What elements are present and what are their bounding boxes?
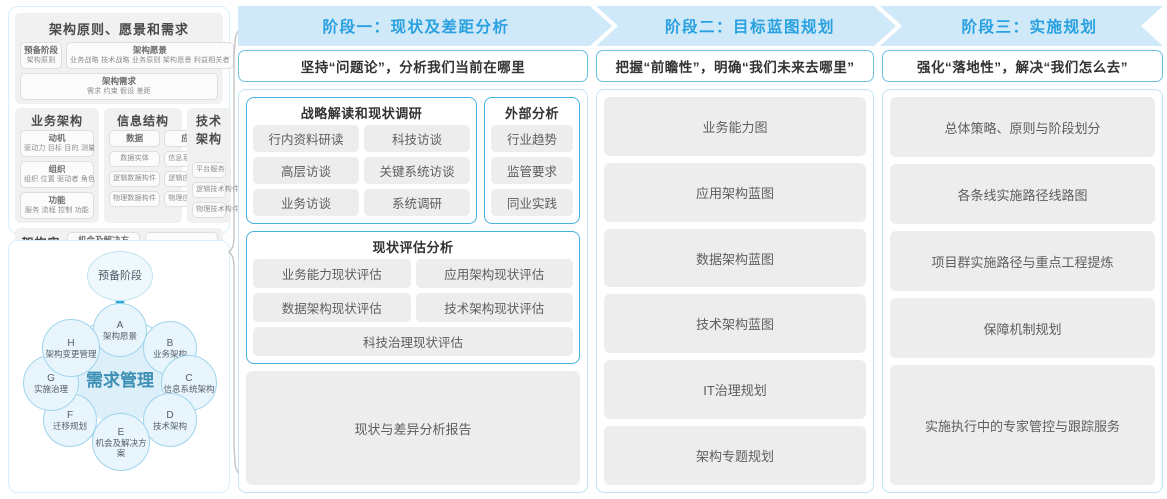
framework-domain-columns: 业务架构 动机 驱动力 目标 目的 测量 组织 组织 位置 驱动者 角色 功能 [15,108,239,223]
data-item: 逻辑数据构件 [109,171,161,187]
chip-item[interactable]: IT治理规划 [604,360,866,420]
chip-item[interactable]: 实施执行中的专家管控与跟踪服务 [890,365,1155,485]
chip-item[interactable]: 关键系统访谈 [364,157,470,184]
chip-item[interactable]: 业务能力图 [604,97,866,156]
phase-3-subtitle: 强化“落地性”，解决“我们怎么去” [882,50,1163,82]
chip-item[interactable]: 保障机制规划 [890,298,1155,358]
chevron-phase-3 [880,6,1163,46]
chip-item[interactable]: 科技访谈 [364,125,470,152]
information-structure-column: 信息结构 数据 数据实体 逻辑数据构件 物理数据构件 应用 [104,108,216,223]
chip-item[interactable]: 系统调研 [364,189,470,216]
togaf-framework-card: 架构原则、愿景和需求 预备阶段 架构原则 架构愿景 业务战略 技术战略 业务原则… [8,6,239,274]
information-subcolumns: 数据 数据实体 逻辑数据构件 物理数据构件 应用 信息系统服务 逻辑应用构件 [109,130,216,207]
architecture-requirements-box: 架构需求 需求 约束 假设 差距 [20,73,218,100]
strategy-research-title: 战略解读和现状调研 [300,106,423,121]
data-item: 数据实体 [109,151,161,167]
data-item: 物理数据构件 [109,191,161,207]
strategy-research-group: 战略解读和现状调研 行内资料研读 科技访谈 高层访谈 关键系统访谈 业务访谈 系… [246,97,477,224]
tech-item: 逻辑技术构件 [192,182,239,198]
chip-item[interactable]: 高层访谈 [253,157,359,184]
chip-item[interactable]: 总体策略、原则与阶段划分 [890,97,1155,157]
chip-item[interactable]: 各条线实施路径线路图 [890,164,1155,224]
phase-3-items: 总体策略、原则与阶段划分 各条线实施路径线路图 项目群实施路径与重点工程提炼 保… [890,97,1155,485]
phase-header-band: 阶段一：现状及差距分析 阶段二：目标蓝图规划 阶段三：实施规划 [238,6,1163,46]
phase-1-column: 坚持“问题论”，分析我们当前在哪里 战略解读和现状调研 行内资料研读 科技访谈 … [238,50,588,493]
current-state-assessment-title: 现状评估分析 [372,240,454,255]
chevron-phase-1 [238,6,612,46]
business-architecture-title: 业务架构 [30,114,83,128]
framework-title: 架构原则、愿景和需求 [48,22,189,37]
phase-1-deliverable[interactable]: 现状与差异分析报告 [246,371,580,485]
adm-node-prep[interactable]: 预备阶段 [87,251,153,301]
adm-node-h[interactable]: H 架构变更管理 [42,319,100,377]
chip-item[interactable]: 同业实践 [491,189,573,216]
prep-phase-sub: 架构原则 [26,57,56,64]
chip-item[interactable]: 业务访谈 [253,189,359,216]
phase-3-column: 强化“落地性”，解决“我们怎么去” 总体策略、原则与阶段划分 各条线实施路径线路… [882,50,1163,493]
adm-node-e[interactable]: E 机会及解决方案 [92,413,150,471]
chip-item[interactable]: 架构专题规划 [604,426,866,485]
chip-item[interactable]: 应用架构现状评估 [415,259,573,288]
chip-item[interactable]: 业务能力现状评估 [253,259,411,288]
phase-1-subtitle: 坚持“问题论”，分析我们当前在哪里 [238,50,588,82]
strategy-research-items: 行内资料研读 科技访谈 高层访谈 关键系统访谈 业务访谈 系统调研 [253,125,470,216]
chip-item[interactable]: 数据架构现状评估 [253,293,411,322]
chip-item[interactable]: 技术架构蓝图 [604,294,866,354]
phase-2-body: 业务能力图 应用架构蓝图 数据架构蓝图 技术架构蓝图 IT治理规划 架构专题规划 [596,89,874,493]
architecture-vision-sub: 业务战略 技术战略 业务原则 架构愿景 利益相关者 [70,57,230,64]
chip-item[interactable]: 应用架构蓝图 [604,162,866,222]
chip-item[interactable]: 科技治理现状评估 [253,327,573,356]
adm-cycle-card: 预备阶段 需求管理 A 架构愿景 B 业务架构 C 信息系统架构 [8,240,230,493]
chip-item[interactable]: 行业趋势 [491,125,573,152]
external-analysis-group: 外部分析 行业趋势 监管要求 同业实践 [484,97,580,224]
chip-item[interactable]: 数据架构蓝图 [604,228,866,288]
external-analysis-title: 外部分析 [504,106,559,121]
prep-phase-box: 预备阶段 架构原则 [20,42,63,69]
chip-item[interactable]: 监管要求 [491,157,573,184]
phase-3-body: 总体策略、原则与阶段划分 各条线实施路径线路图 项目群实施路径与重点工程提炼 保… [882,89,1163,493]
business-architecture-column: 业务架构 动机 驱动力 目标 目的 测量 组织 组织 位置 驱动者 角色 功能 [15,108,99,223]
chip-item[interactable]: 技术架构现状评估 [415,293,573,322]
architecture-vision-head: 架构愿景 [132,45,167,55]
technology-items: 平台服务 逻辑技术构件 物理技术构件 [192,162,239,218]
phase-1-header: 阶段一：现状及差距分析 [322,19,510,36]
prep-phase-head: 预备阶段 [24,45,59,55]
technology-architecture-title: 技术架构 [195,114,222,146]
current-state-assessment-group: 现状评估分析 业务能力现状评估 应用架构现状评估 数据架构现状评估 技术架构现状… [246,231,580,364]
architecture-vision-box: 架构愿景 业务战略 技术战略 业务原则 架构愿景 利益相关者 [66,42,234,69]
left-panel: 架构原则、愿景和需求 预备阶段 架构原则 架构愿景 业务战略 技术战略 业务原则… [8,6,239,493]
phase-1-top-groups: 战略解读和现状调研 行内资料研读 科技访谈 高层访谈 关键系统访谈 业务访谈 系… [246,97,580,224]
framework-row-1: 预备阶段 架构原则 架构愿景 业务战略 技术战略 业务原则 架构愿景 利益相关者 [20,42,234,69]
adm-cycle: 预备阶段 需求管理 A 架构愿景 B 业务架构 C 信息系统架构 [9,241,229,492]
business-item: 功能 服务 流程 控制 功能 [20,192,94,219]
tech-item: 物理技术构件 [192,202,239,218]
external-analysis-items: 行业趋势 监管要求 同业实践 [491,125,573,216]
phases-area: 阶段一：现状及差距分析 阶段二：目标蓝图规划 阶段三：实施规划 坚持“问题论”，… [238,6,1163,493]
brace-connector [228,27,242,477]
current-state-assessment-items: 业务能力现状评估 应用架构现状评估 数据架构现状评估 技术架构现状评估 科技治理… [253,259,573,356]
phase-chevrons [238,6,1163,46]
tech-item: 平台服务 [192,162,226,178]
chevron-phase-2 [596,6,896,46]
phase-2-header: 阶段二：目标蓝图规划 [664,19,835,36]
architecture-requirements-sub: 需求 约束 假设 差距 [86,88,152,95]
business-item: 动机 驱动力 目标 目的 测量 [20,130,95,157]
business-item: 组织 组织 位置 驱动者 角色 [20,161,95,188]
phase-1-body: 战略解读和现状调研 行内资料研读 科技访谈 高层访谈 关键系统访谈 业务访谈 系… [238,89,588,493]
architecture-requirements-head: 架构需求 [101,76,136,86]
phase-columns: 坚持“问题论”，分析我们当前在哪里 战略解读和现状调研 行内资料研读 科技访谈 … [238,50,1163,493]
phase-2-items: 业务能力图 应用架构蓝图 数据架构蓝图 技术架构蓝图 IT治理规划 架构专题规划 [604,97,866,485]
technology-architecture-column: 技术架构 平台服务 逻辑技术构件 物理技术构件 [187,108,239,223]
chip-item[interactable]: 行内资料研读 [253,125,359,152]
framework-principles-pane: 架构原则、愿景和需求 预备阶段 架构原则 架构愿景 业务战略 技术战略 业务原则… [15,13,234,104]
adm-node-a[interactable]: A 架构愿景 [93,303,147,357]
information-structure-title: 信息结构 [116,114,169,128]
phase-2-column: 把握“前瞻性”，明确“我们未来去哪里” 业务能力图 应用架构蓝图 数据架构蓝图 … [596,50,874,493]
phase-2-subtitle: 把握“前瞻性”，明确“我们未来去哪里” [596,50,874,82]
phase-3-header: 阶段三：实施规划 [961,19,1098,36]
chip-item[interactable]: 项目群实施路径与重点工程提炼 [890,231,1155,291]
data-subcol-head: 数据 [109,130,161,147]
adm-node-d[interactable]: D 技术架构 [143,393,197,447]
business-architecture-items: 动机 驱动力 目标 目的 测量 组织 组织 位置 驱动者 角色 功能 服务 流程… [20,130,95,219]
